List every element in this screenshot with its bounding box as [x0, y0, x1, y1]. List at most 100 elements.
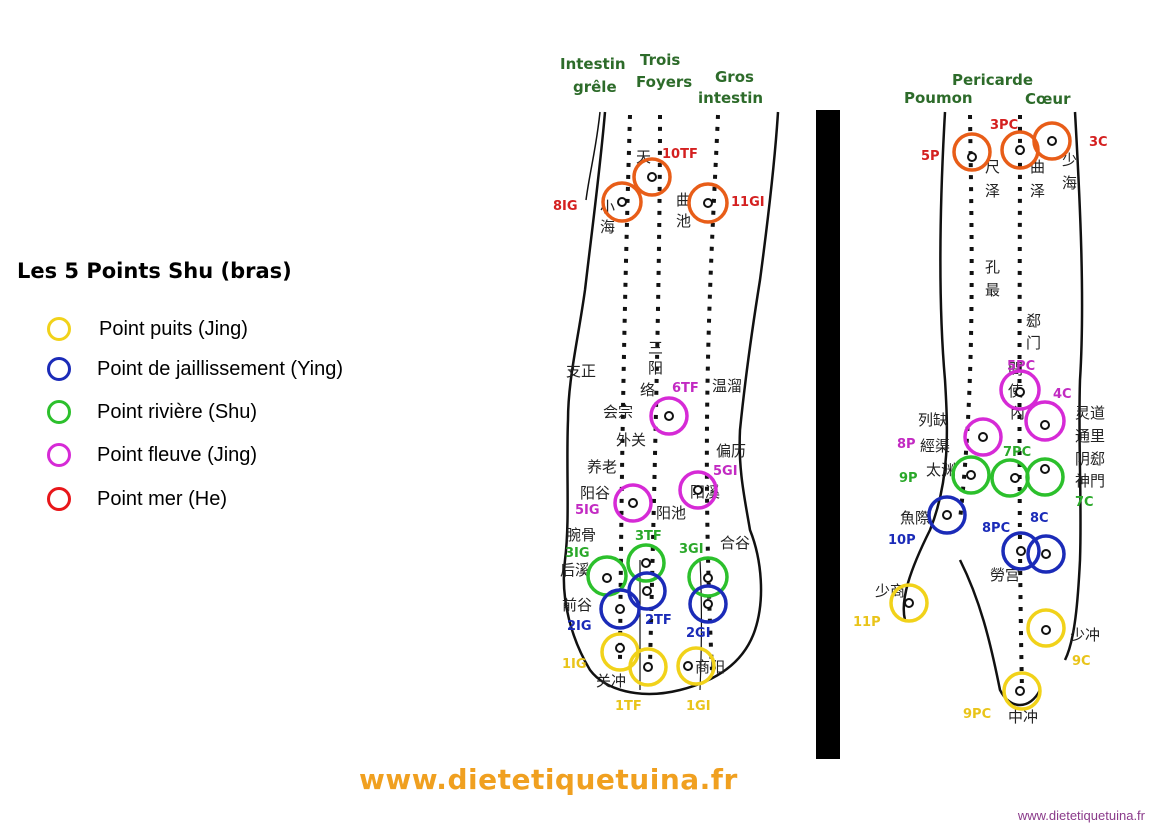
footer-url: www.dietetiquetuina.fr — [1017, 808, 1145, 823]
svg-text:养老: 养老 — [587, 458, 617, 476]
point-5p-circle — [952, 132, 992, 172]
chinese-labels-right: 尺 泽 曲 泽 少 海 孔 最 郄 门 間 使 內 列缺 經渠 太渊 灵道 通里… — [875, 151, 1105, 726]
point-1gi-circle — [676, 646, 716, 686]
point-4c-circle — [1024, 400, 1066, 442]
legend-label-jing: Point puits (Jing) — [99, 317, 248, 340]
yellow-circle-icon — [47, 317, 71, 341]
svg-text:尺: 尺 — [985, 158, 1000, 176]
legend-item-he: Point mer (He) — [47, 482, 227, 516]
legend-item-jing: Point puits (Jing) — [47, 312, 248, 346]
label-8p: 8P — [897, 437, 916, 452]
label-8pc: 8PC — [982, 521, 1010, 536]
point-9c-circle — [1026, 608, 1066, 648]
svg-text:外关: 外关 — [616, 431, 646, 449]
point-8p-circle — [963, 417, 1003, 457]
label-1tf: 1TF — [615, 699, 642, 714]
svg-text:商阳: 商阳 — [695, 658, 725, 676]
point-3tf-circle — [626, 543, 666, 583]
label-coeur: Cœur — [1025, 90, 1071, 108]
label-5gi: 5GI — [713, 464, 738, 479]
label-1gi: 1GI — [686, 699, 711, 714]
label-1ig: 1IG — [562, 657, 587, 672]
label-3c: 3C — [1089, 135, 1108, 150]
point-7c-circle — [1025, 457, 1065, 497]
legend-label-ying: Point de jaillissement (Ying) — [97, 357, 344, 380]
label-3pc: 3PC — [990, 118, 1018, 133]
svg-text:泽: 泽 — [1030, 182, 1045, 200]
svg-text:魚際: 魚際 — [900, 509, 930, 527]
label-7c: 7C — [1075, 495, 1094, 510]
magenta-circle-icon — [47, 443, 71, 467]
svg-text:前谷: 前谷 — [562, 596, 592, 614]
svg-text:温溜: 温溜 — [712, 377, 742, 395]
legend-label-shu: Point rivière (Shu) — [97, 400, 258, 423]
svg-text:少冲: 少冲 — [1070, 626, 1100, 644]
point-8pc-circle — [1001, 531, 1041, 571]
svg-text:支正: 支正 — [566, 362, 596, 380]
point-1tf-circle — [628, 647, 668, 687]
point-11p-circle — [889, 583, 929, 623]
point-5pc-circle — [999, 369, 1041, 411]
label-6tf: 6TF — [672, 381, 699, 396]
svg-text:门: 门 — [1026, 334, 1041, 352]
svg-text:少商: 少商 — [875, 582, 905, 600]
label-10tf: 10TF — [662, 147, 698, 162]
svg-text:列缺: 列缺 — [918, 411, 948, 429]
label-8c: 8C — [1030, 511, 1049, 526]
label-7pc: 7PC — [1003, 445, 1031, 460]
label-3ig: 3IG — [565, 546, 590, 561]
legend-item-fleuve: Point fleuve (Jing) — [47, 438, 257, 472]
site-banner: www.dietetiquetuina.fr — [359, 763, 738, 796]
svg-text:郄: 郄 — [1026, 312, 1041, 330]
svg-text:偏历: 偏历 — [716, 442, 746, 460]
legend-item-shu: Point rivière (Shu) — [47, 395, 257, 429]
label-9p: 9P — [899, 471, 918, 486]
legend-label-he: Point mer (He) — [97, 487, 228, 510]
label-poumon: Poumon — [904, 89, 973, 107]
svg-text:灵道: 灵道 — [1075, 404, 1105, 422]
blue-circle-icon — [47, 357, 71, 381]
acupoints — [586, 121, 1072, 711]
svg-text:太渊: 太渊 — [926, 461, 956, 479]
point-2gi-circle — [688, 584, 728, 624]
svg-text:三: 三 — [648, 339, 663, 357]
point-3c-circle — [1032, 121, 1072, 161]
point-10tf-circle — [632, 157, 672, 197]
svg-text:阳谷: 阳谷 — [580, 484, 610, 502]
point-11gi-circle — [687, 182, 729, 224]
point-5ig-circle — [613, 483, 653, 523]
svg-text:会宗: 会宗 — [603, 403, 633, 421]
svg-text:曲: 曲 — [676, 191, 691, 209]
chinese-labels-left: 天 曲 池 小 海 三 阳 络 支正 温溜 会宗 外关 偏历 养老 阳谷 阳池 … — [560, 148, 750, 690]
point-8c-circle — [1026, 534, 1066, 574]
label-3gi: 3GI — [679, 542, 704, 557]
label-gros-intestin-1: Gros — [715, 68, 754, 86]
svg-text:阳池: 阳池 — [656, 504, 686, 522]
svg-text:合谷: 合谷 — [720, 534, 750, 552]
label-5ig: 5IG — [575, 503, 600, 518]
label-11p: 11P — [853, 615, 881, 630]
label-2tf: 2TF — [645, 613, 672, 628]
label-intestin-grele-1: Intestin — [560, 55, 626, 73]
label-2gi: 2GI — [686, 626, 711, 641]
svg-text:天: 天 — [636, 148, 651, 166]
label-9pc: 9PC — [963, 707, 991, 722]
right-meridian-lines — [958, 114, 1024, 691]
green-circle-icon — [47, 400, 71, 424]
svg-text:海: 海 — [600, 218, 615, 236]
label-9c: 9C — [1072, 654, 1091, 669]
point-8ig-circle — [601, 181, 643, 223]
label-3tf: 3TF — [635, 529, 662, 544]
label-11gi: 11GI — [731, 195, 765, 210]
svg-text:經渠: 經渠 — [920, 437, 950, 455]
svg-text:后溪: 后溪 — [560, 561, 590, 579]
label-intestin-grele-2: grêle — [573, 78, 617, 96]
svg-text:中冲: 中冲 — [1008, 708, 1038, 726]
point-5gi-circle — [678, 470, 718, 510]
svg-text:海: 海 — [1062, 174, 1077, 192]
acupoint-dots — [602, 136, 1057, 696]
svg-text:神門: 神門 — [1075, 472, 1105, 490]
svg-text:泽: 泽 — [985, 182, 1000, 200]
svg-text:勞宫: 勞宫 — [990, 566, 1020, 584]
svg-text:最: 最 — [985, 281, 1000, 299]
